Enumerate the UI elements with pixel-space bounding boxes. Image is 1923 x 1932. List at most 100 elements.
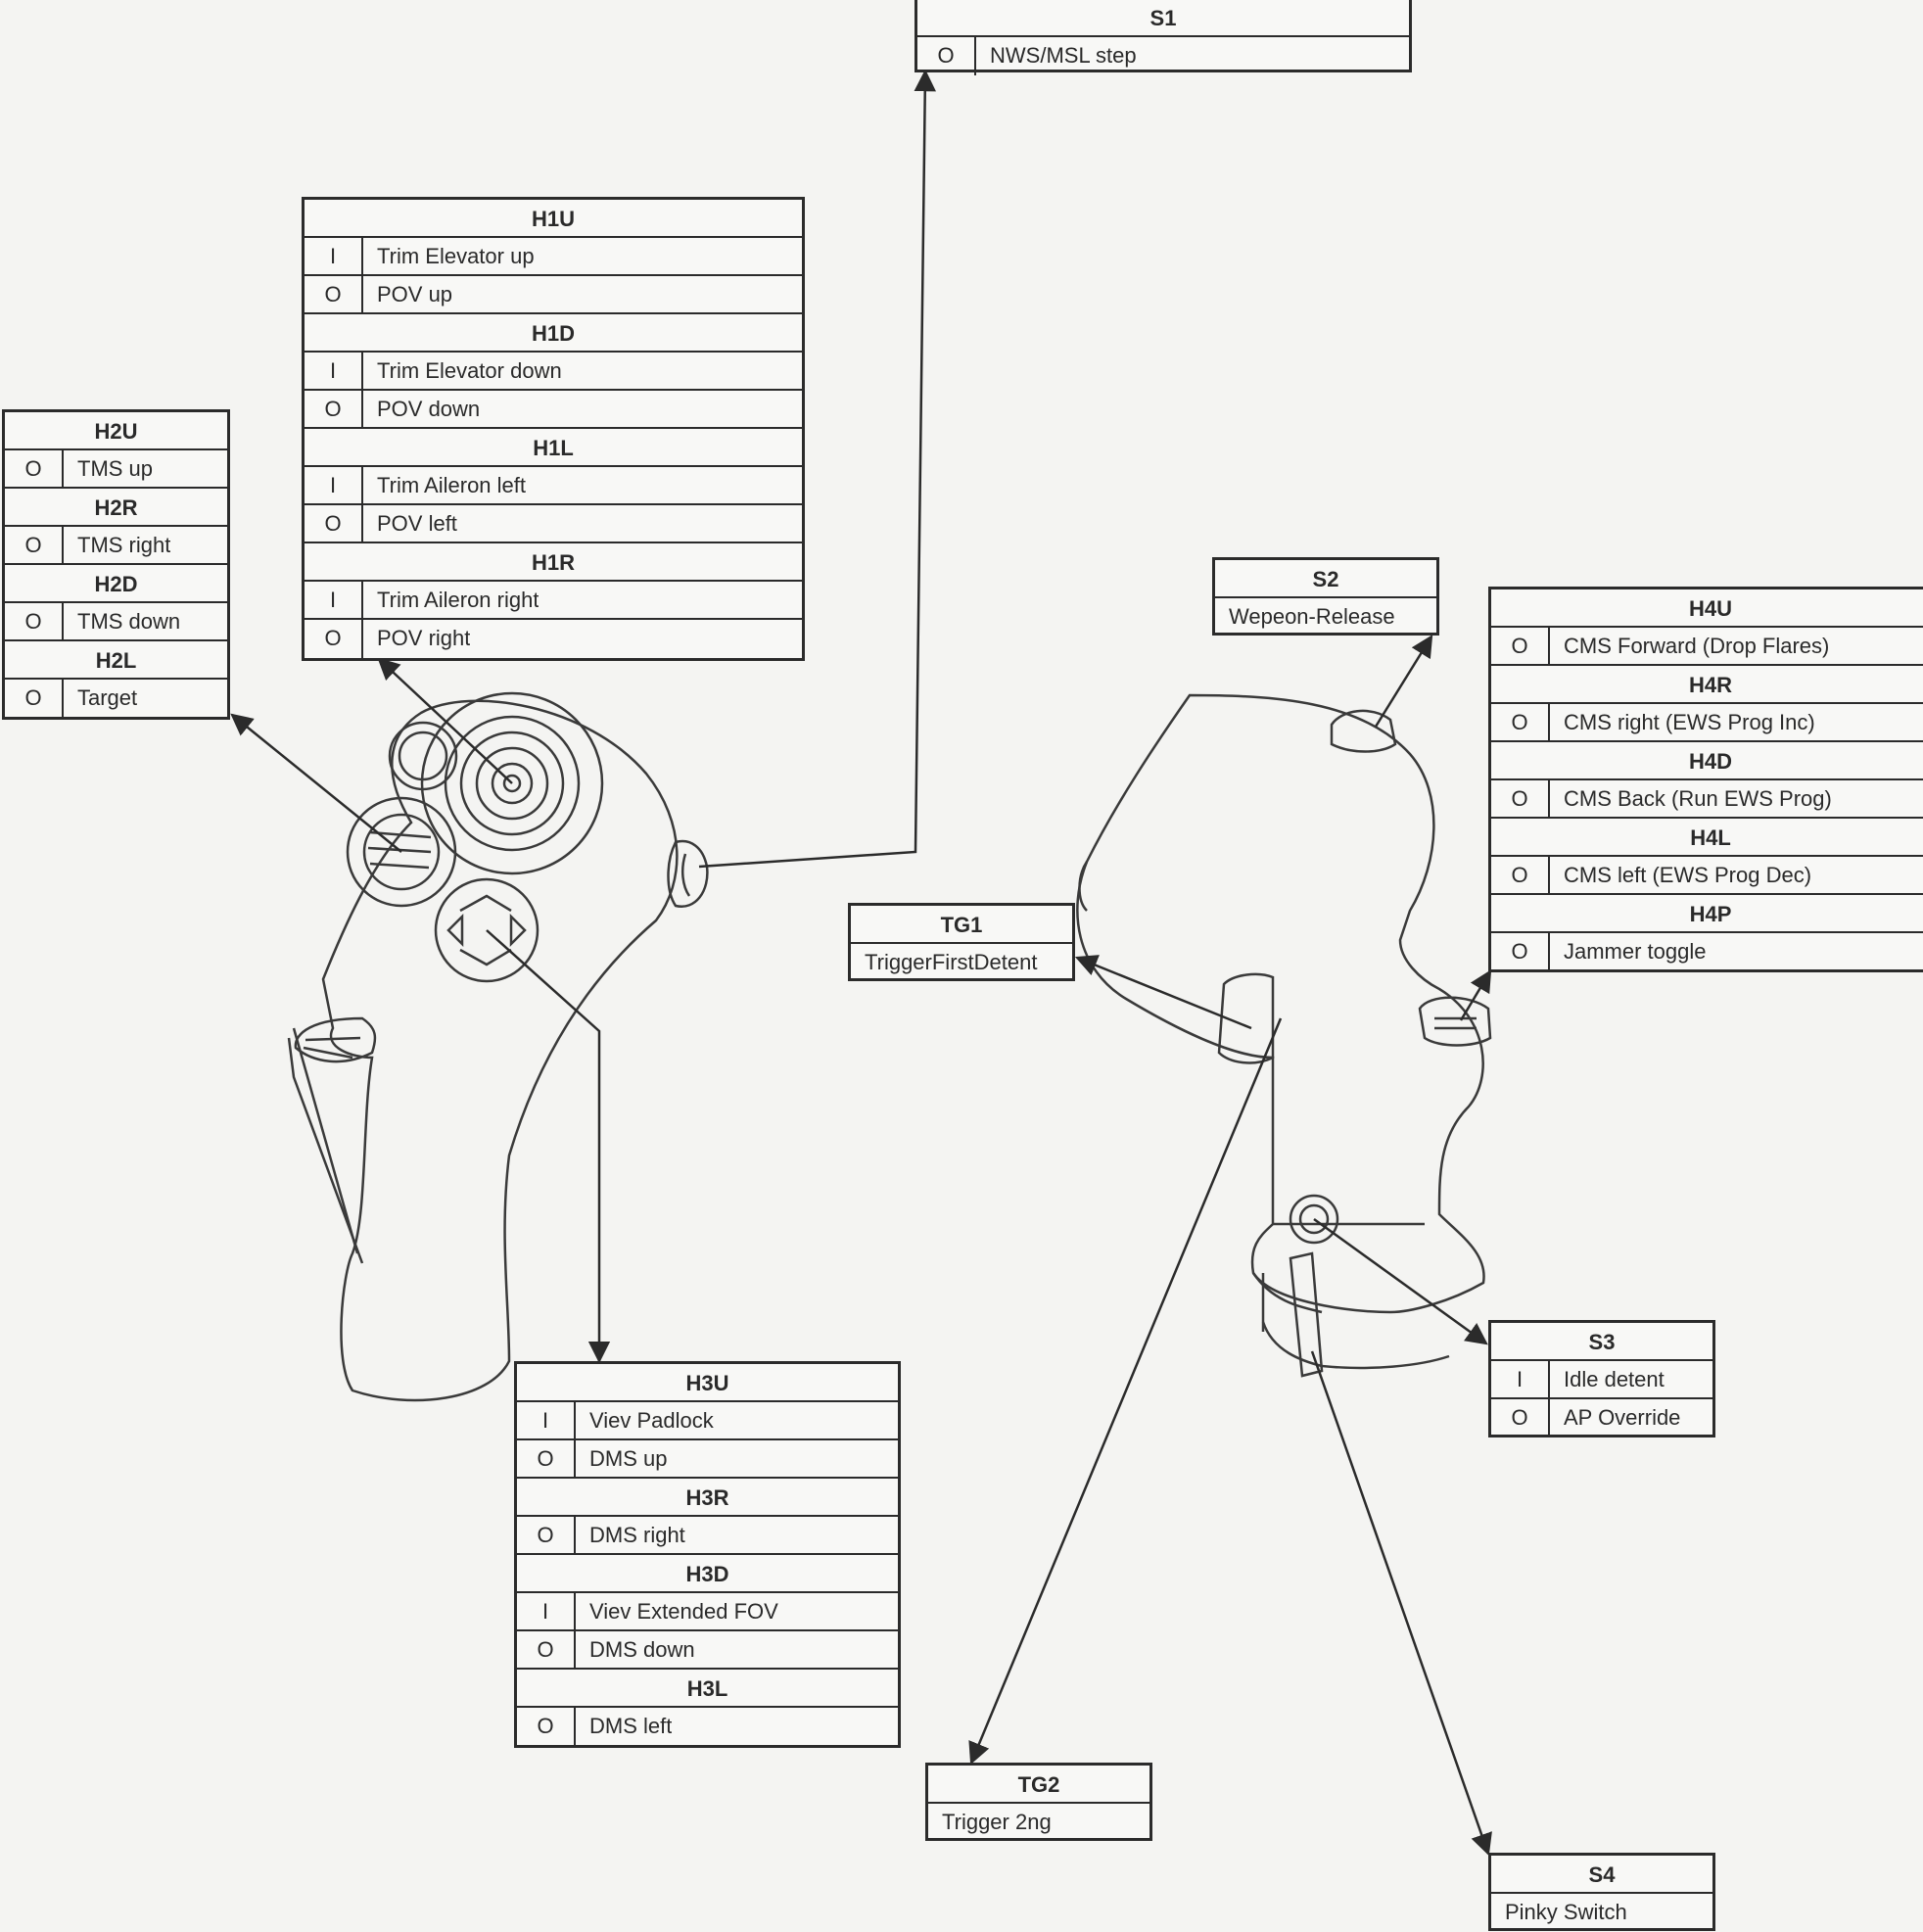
action-cell: DMS left <box>589 1714 673 1738</box>
action-cell: Viev Extended FOV <box>589 1599 778 1624</box>
mapping-row: I Trim Aileron left <box>305 467 802 505</box>
box-header: H4L <box>1491 819 1923 857</box>
mode-cell: O <box>305 391 363 427</box>
box-text: Pinky Switch <box>1505 1900 1627 1924</box>
action-cell: POV up <box>377 282 453 306</box>
action-cell: Viev Padlock <box>589 1408 714 1433</box>
mode-cell: I <box>305 353 363 389</box>
action-cell: CMS left (EWS Prog Dec) <box>1564 863 1812 887</box>
mode-cell: O <box>1491 933 1550 971</box>
mapping-row: O Jammer toggle <box>1491 933 1923 971</box>
action-cell: Trim Aileron left <box>377 473 527 497</box>
label-box-s2: S2 Wepeon-Release <box>1212 557 1439 636</box>
box-text: Trigger 2ng <box>942 1810 1052 1834</box>
mode-cell: O <box>1491 780 1550 817</box>
action-cell: POV down <box>377 397 481 421</box>
leader-s2 <box>1374 635 1433 728</box>
mapping-row: O Target <box>5 680 227 718</box>
box-header: H2D <box>5 565 227 603</box>
mode-cell: O <box>305 276 363 312</box>
mode-cell: I <box>305 467 363 503</box>
box-header: TG1 <box>851 906 1072 944</box>
action-cell: TMS up <box>77 456 154 481</box>
box-header: H3L <box>517 1670 898 1708</box>
box-text: TriggerFirstDetent <box>865 950 1038 974</box>
mapping-row: O TMS down <box>5 603 227 641</box>
action-cell: CMS Back (Run EWS Prog) <box>1564 786 1832 811</box>
box-header: H4R <box>1491 666 1923 704</box>
mode-cell: O <box>517 1631 576 1668</box>
action-cell: Trim Elevator down <box>377 358 562 383</box>
label-box-s1: S1 O NWS/MSL step <box>915 0 1412 75</box>
mapping-row: O DMS left <box>517 1708 898 1746</box>
mapping-row: O TMS right <box>5 527 227 565</box>
mapping-row: I Viev Padlock <box>517 1402 898 1440</box>
action-cell: POV right <box>377 626 471 650</box>
mode-cell: O <box>517 1708 576 1746</box>
mode-cell: O <box>917 37 976 75</box>
leader-tg1 <box>1074 955 1252 1030</box>
mode-cell: I <box>1491 1361 1550 1397</box>
action-cell: TMS right <box>77 533 171 557</box>
mode-cell: O <box>1491 857 1550 893</box>
box-header: H4U <box>1491 589 1923 628</box>
leader-s1 <box>698 69 936 869</box>
box-header: H2U <box>5 412 227 450</box>
box-header: H3D <box>517 1555 898 1593</box>
mapping-row: O NWS/MSL step <box>917 37 1409 75</box>
mode-cell: O <box>305 620 363 658</box>
box-header: S1 <box>917 0 1409 37</box>
mode-cell: O <box>5 603 64 639</box>
mode-cell: O <box>5 680 64 718</box>
label-box-s4: S4 Pinky Switch <box>1488 1853 1715 1931</box>
leader-s3 <box>1313 1217 1488 1345</box>
mode-cell: O <box>5 527 64 563</box>
mapping-row: O CMS Back (Run EWS Prog) <box>1491 780 1923 819</box>
leader-lines <box>230 69 1492 1857</box>
action-cell: Jammer toggle <box>1564 939 1707 964</box>
mapping-row: O DMS up <box>517 1440 898 1479</box>
mapping-row: I Viev Extended FOV <box>517 1593 898 1631</box>
box-header: H1D <box>305 314 802 353</box>
mode-cell: I <box>517 1402 576 1438</box>
label-box-tg2: TG2 Trigger 2ng <box>925 1763 1152 1841</box>
box-header: H1U <box>305 200 802 238</box>
mapping-row: O POV up <box>305 276 802 314</box>
box-header: TG2 <box>928 1766 1149 1804</box>
right-joystick-illustration <box>1076 693 1492 1378</box>
mode-cell: O <box>517 1440 576 1477</box>
action-cell: CMS Forward (Drop Flares) <box>1564 634 1830 658</box>
mapping-row: I Trim Elevator down <box>305 353 802 391</box>
action-cell: Target <box>77 685 138 710</box>
box-text: Wepeon-Release <box>1229 604 1395 629</box>
action-cell: TMS down <box>77 609 181 634</box>
box-header: H1R <box>305 543 802 582</box>
mapping-row: O POV right <box>305 620 802 658</box>
mode-cell: O <box>1491 704 1550 740</box>
box-header: H2R <box>5 489 227 527</box>
mode-cell: I <box>305 238 363 274</box>
action-cell: POV left <box>377 511 457 536</box>
mode-cell: I <box>517 1593 576 1629</box>
leader-s4 <box>1310 1350 1492 1857</box>
box-header: H4P <box>1491 895 1923 933</box>
action-cell: AP Override <box>1564 1405 1681 1430</box>
leader-tg2 <box>968 1017 1283 1766</box>
action-cell: DMS up <box>589 1446 668 1471</box>
